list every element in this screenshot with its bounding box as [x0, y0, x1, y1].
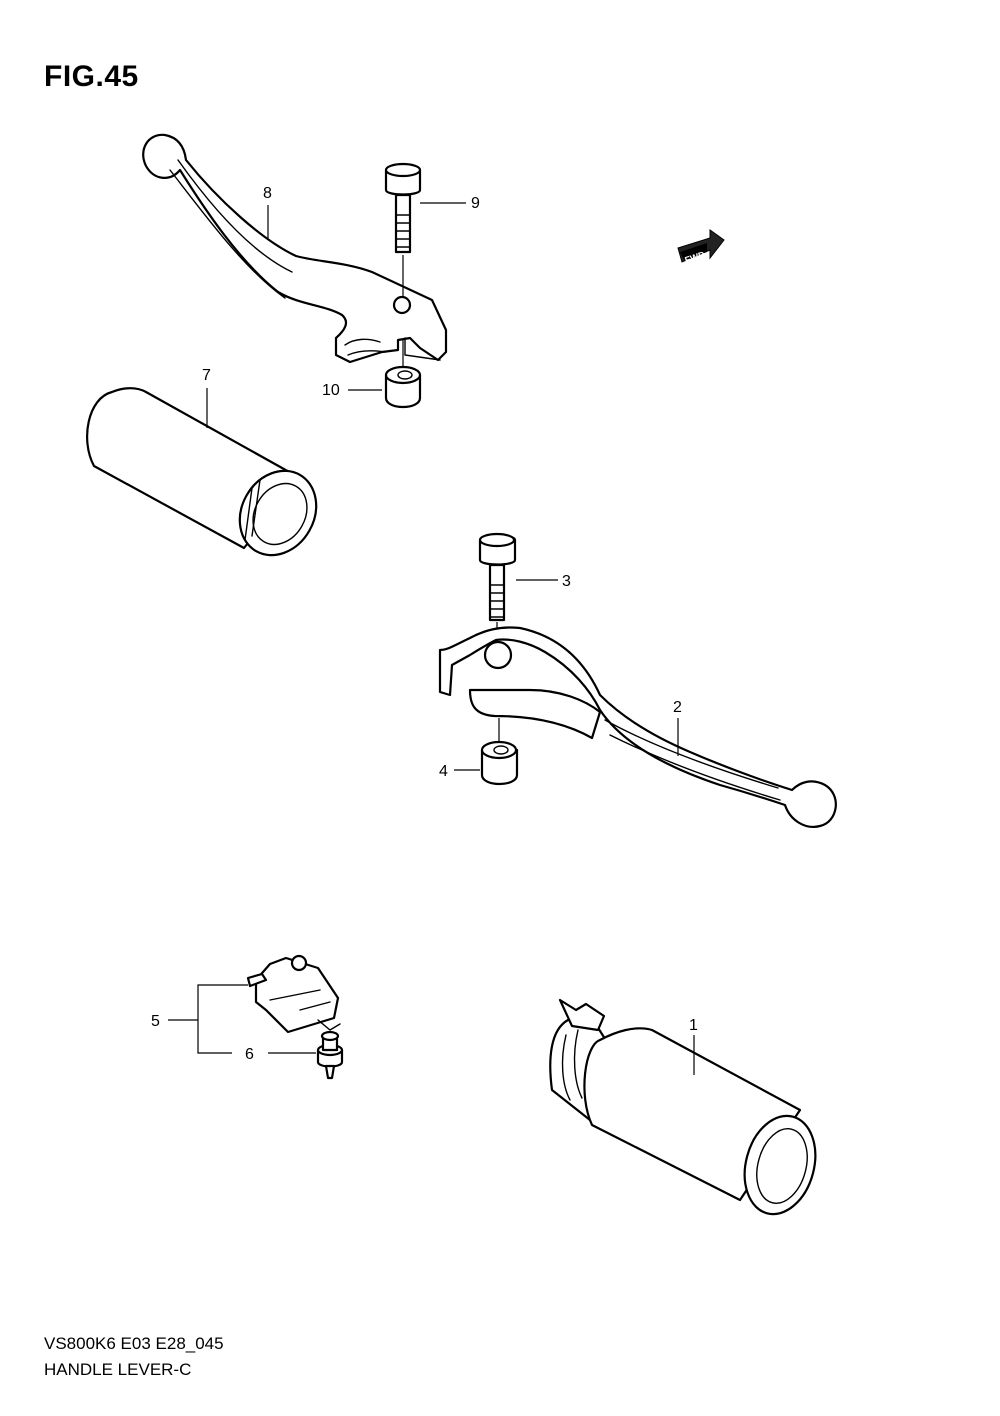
leader-lines: [168, 202, 695, 1075]
figure-name: HANDLE LEVER-C: [44, 1360, 192, 1379]
figure-code: VS800K6 E03 E28_045: [44, 1334, 224, 1353]
figure-title: FIG.45: [44, 60, 139, 93]
forward-direction-arrow: FWD: [677, 229, 725, 265]
screw: [316, 1030, 344, 1080]
grip-left: [86, 387, 318, 557]
bolt-lower: [478, 532, 517, 645]
callout-4: 4: [439, 763, 448, 780]
lever-upper: [142, 133, 448, 364]
switch: [246, 954, 341, 1034]
callout-2: 2: [673, 699, 682, 716]
callout-7: 7: [202, 367, 211, 384]
callout-6: 6: [245, 1046, 254, 1063]
bolt-upper: [384, 162, 422, 298]
callout-8: 8: [263, 185, 272, 202]
callout-1: 1: [689, 1017, 698, 1034]
callout-9: 9: [471, 195, 480, 212]
callout-numbers: 8 9 10 7 3 2 4 5 6 1: [151, 185, 698, 1063]
lever-lower: [438, 626, 837, 828]
callout-10: 10: [322, 382, 340, 399]
callout-3: 3: [562, 573, 571, 590]
nut-lower: [480, 718, 519, 786]
callout-5: 5: [151, 1013, 160, 1030]
grip-throttle: [549, 998, 817, 1216]
nut-upper: [384, 340, 422, 409]
